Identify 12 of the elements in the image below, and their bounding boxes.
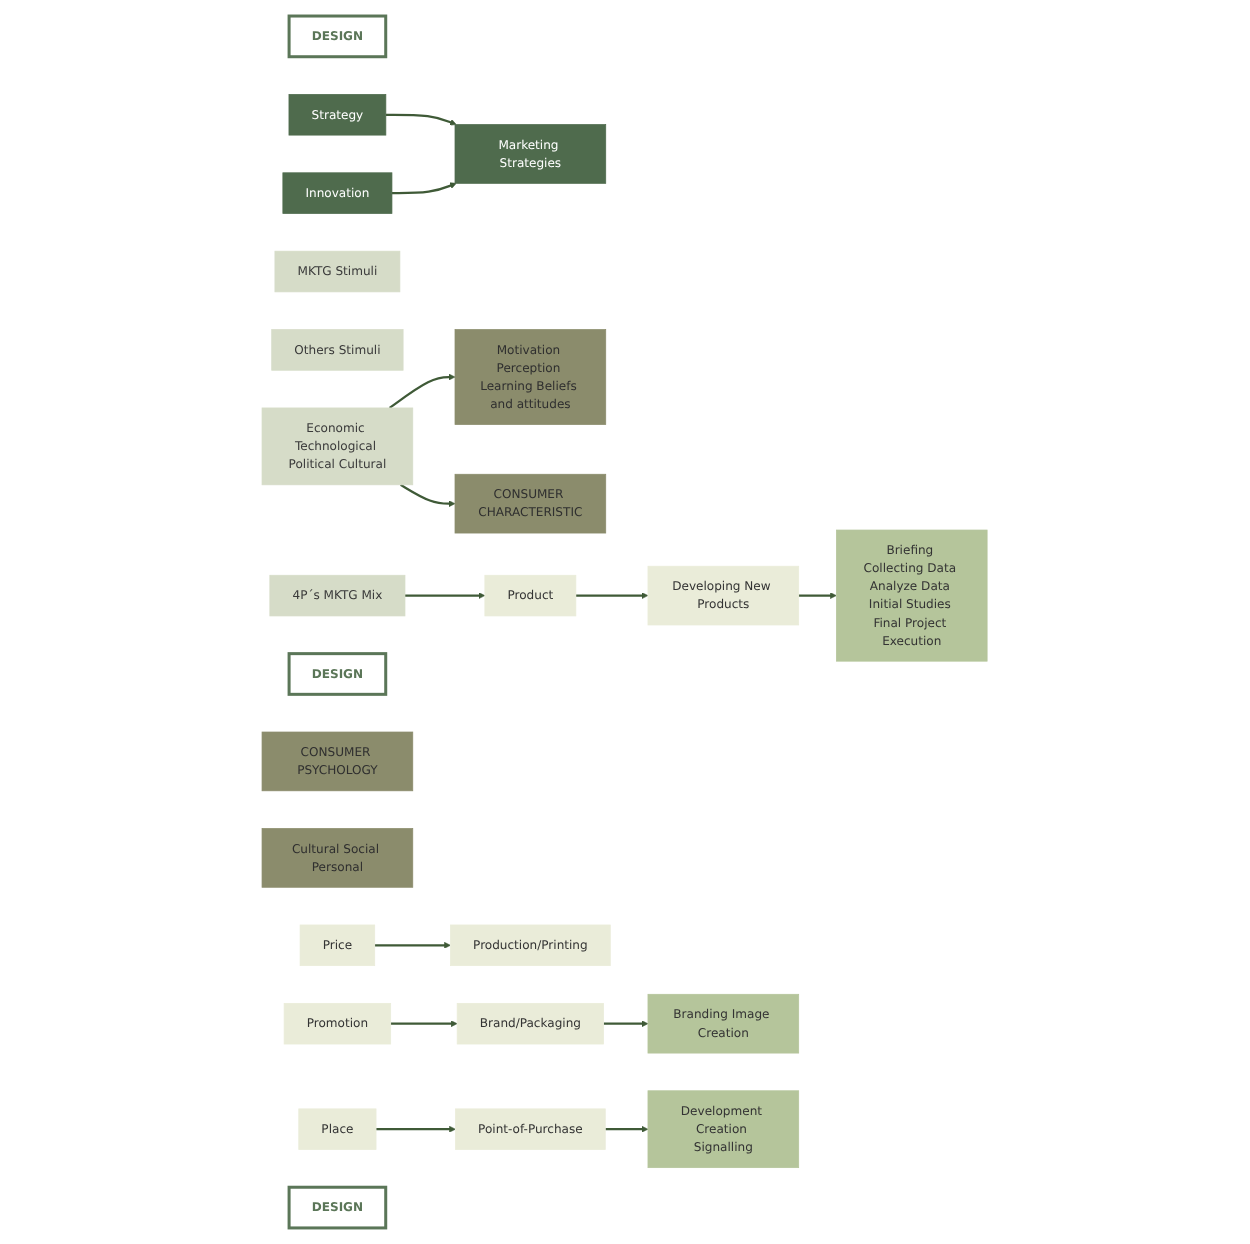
- arrow: [405, 592, 486, 599]
- arrow: [375, 942, 452, 949]
- arrow: [604, 1020, 649, 1027]
- arrow: [389, 373, 456, 409]
- arrow: [605, 1125, 649, 1133]
- arrow: [400, 483, 456, 507]
- arrow: [391, 1020, 458, 1027]
- arrow: [376, 1125, 457, 1133]
- arrow: [576, 592, 649, 599]
- arrow: [392, 182, 457, 195]
- arrow: [386, 113, 457, 126]
- arrow: [799, 592, 838, 599]
